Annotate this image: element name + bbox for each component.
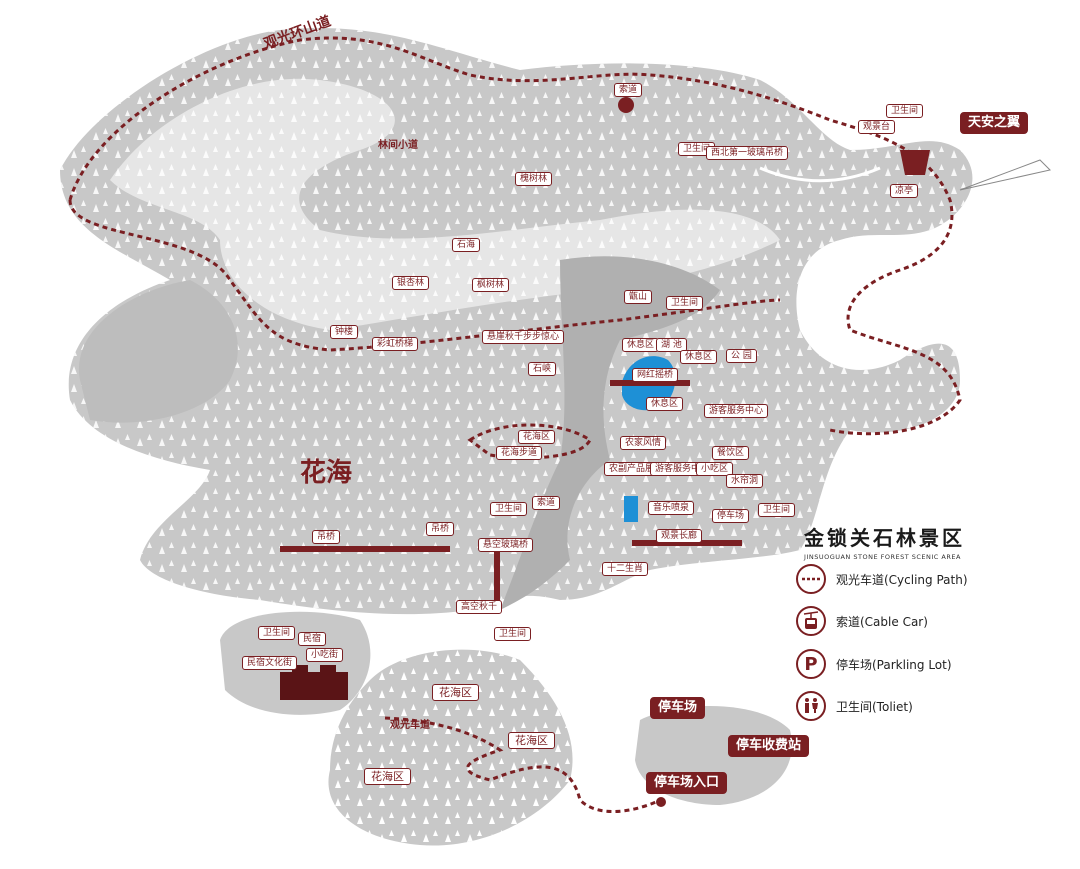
place-music-fountain[interactable]: 音乐喷泉: [648, 501, 695, 515]
place-rest-area-1[interactable]: 休息区: [622, 338, 660, 352]
tianan-wing: [959, 159, 1051, 191]
west-lobe: [78, 280, 238, 423]
place-minsu-street[interactable]: 民宿文化街: [242, 656, 298, 670]
scenic-area-title: 金锁关石林景区 JINSUOGUAN STONE FOREST SCENIC A…: [804, 522, 984, 561]
place-twelve[interactable]: 十二生肖: [602, 562, 649, 576]
place-glass-bridge[interactable]: 西北第一玻璃吊桥: [706, 146, 789, 160]
legend-cycling-path-label: 观光车道(Cycling Path): [836, 572, 968, 587]
legend-toilet: 卫生间(Toliet): [796, 690, 913, 722]
sightseeing-road-label: 观光车道: [390, 720, 430, 731]
entrance-marker: [656, 797, 666, 807]
place-suspension-2[interactable]: 吊桥: [426, 522, 455, 536]
castle-wall: [280, 665, 348, 700]
place-toilet-mid[interactable]: 卫生间: [490, 502, 528, 516]
place-snack[interactable]: 小吃区: [696, 462, 734, 476]
place-lake-label[interactable]: 湖 池: [656, 338, 687, 352]
parking-icon: P: [796, 649, 826, 679]
place-farm-style[interactable]: 农家风情: [620, 436, 667, 450]
place-toilet-zhenshan[interactable]: 卫生间: [666, 296, 704, 310]
legend-cable-car-label: 索道(Cable Car): [836, 614, 928, 629]
place-rest-area-2[interactable]: 休息区: [680, 350, 718, 364]
place-liangting[interactable]: 凉亭: [890, 184, 919, 198]
place-yinxing[interactable]: 银杏林: [392, 276, 430, 290]
legend-toilet-label: 卫生间(Toliet): [836, 699, 913, 714]
place-zhenshan[interactable]: 甑山: [624, 290, 653, 304]
place-flower-area-1[interactable]: 花海区: [432, 684, 479, 701]
place-toll-station[interactable]: 停车收费站: [728, 735, 810, 757]
place-snack-street[interactable]: 小吃街: [306, 648, 344, 662]
place-cable-mid[interactable]: 索道: [532, 496, 561, 510]
place-huaishu[interactable]: 槐树林: [515, 172, 553, 186]
south-land-texture: [328, 649, 573, 846]
place-suspension-1[interactable]: 吊桥: [312, 530, 341, 544]
place-toilet-right[interactable]: 卫生间: [758, 503, 796, 517]
place-dining[interactable]: 餐饮区: [712, 446, 750, 460]
tower-icon: [900, 150, 930, 175]
place-toilet-minsu[interactable]: 卫生间: [258, 626, 296, 640]
forest-trail-label: 林间小道: [378, 140, 418, 151]
cable-car-icon: [796, 606, 826, 636]
place-toilet-bottom[interactable]: 卫生间: [494, 627, 532, 641]
place-parking-lot[interactable]: 停车场: [650, 697, 706, 719]
rainbow-bridge-bar: [610, 380, 690, 386]
place-shixia[interactable]: 石峡: [528, 362, 557, 376]
legend-parking: P 停车场(Parkling Lot): [796, 648, 952, 680]
corridor-bar: [632, 540, 742, 546]
place-park[interactable]: 公 园: [726, 349, 757, 363]
place-glass-bridge-2[interactable]: 悬空玻璃桥: [478, 538, 534, 552]
pagoda-icon-north: [618, 97, 634, 113]
flower-sea-label: 花海: [300, 458, 353, 488]
place-net-bridge[interactable]: 网红摇桥: [632, 368, 679, 382]
glass-bridge-south: [494, 552, 500, 612]
ring-road-route: [68, 36, 962, 436]
place-viewing-deck[interactable]: 观景台: [858, 120, 896, 134]
legend-cable-car: 索道(Cable Car): [796, 605, 928, 637]
legend-parking-label: 停车场(Parkling Lot): [836, 657, 952, 672]
fountain: [624, 496, 638, 522]
place-corridor[interactable]: 观景长廊: [656, 529, 703, 543]
place-parking-entrance[interactable]: 停车场入口: [646, 772, 728, 794]
place-cableway-top[interactable]: 索道: [614, 83, 643, 97]
dotted-path-icon: [796, 564, 826, 594]
toilet-icon: [796, 691, 826, 721]
place-flower-area-2[interactable]: 花海区: [508, 732, 555, 749]
legend-cycling-path: 观光车道(Cycling Path): [796, 563, 968, 595]
place-food-center[interactable]: 游客服务中心: [704, 404, 769, 418]
place-flower-trail[interactable]: 花海步道: [496, 446, 543, 460]
place-high-swing[interactable]: 高空秋千: [456, 600, 503, 614]
place-minsu[interactable]: 民宿: [298, 632, 327, 646]
place-rainbow-bridge[interactable]: 彩虹桥梯: [372, 337, 419, 351]
place-flower-area-top[interactable]: 花海区: [518, 430, 556, 444]
title-en: JINSUOGUAN STONE FOREST SCENIC AREA: [804, 553, 961, 561]
center-valley: [500, 256, 720, 610]
place-flower-area-3[interactable]: 花海区: [364, 768, 411, 785]
place-parking-mid[interactable]: 停车场: [712, 509, 750, 523]
place-tianan-wing[interactable]: 天安之翼: [960, 112, 1029, 134]
place-toilet-ne[interactable]: 卫生间: [886, 104, 924, 118]
glass-suspension-bridge: [759, 166, 881, 183]
place-fengshu[interactable]: 枫树林: [472, 278, 510, 292]
place-rest-area-3[interactable]: 休息区: [646, 397, 684, 411]
suspension-bridge-1: [280, 546, 450, 552]
place-water-curtain[interactable]: 水帘洞: [726, 474, 764, 488]
place-shihai[interactable]: 石海: [452, 238, 481, 252]
place-swing-bridge[interactable]: 悬崖秋千步步惊心: [482, 330, 565, 344]
flower-loop-route: [467, 423, 592, 460]
place-tower[interactable]: 钟楼: [330, 325, 359, 339]
title-zh: 金锁关石林景区: [804, 526, 965, 550]
